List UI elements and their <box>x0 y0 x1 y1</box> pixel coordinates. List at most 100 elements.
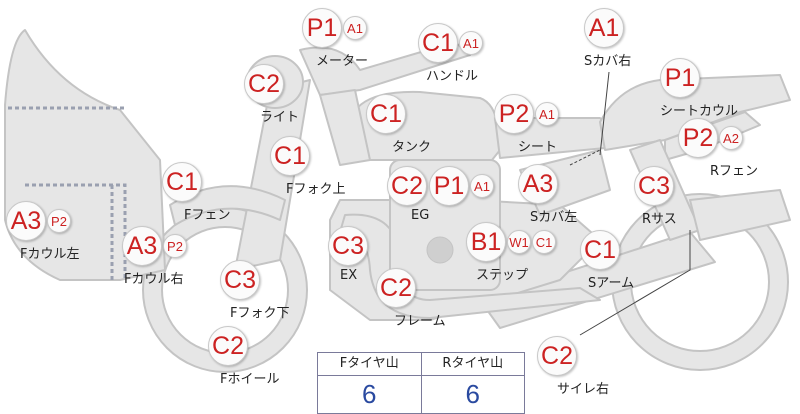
condition-code-c1: C1 <box>270 136 310 176</box>
condition-codes: C1 <box>366 94 431 134</box>
condition-code-c2: C2 <box>244 64 284 104</box>
condition-code-p2: P2 <box>494 94 534 134</box>
rear-tire-value: 6 <box>465 379 480 409</box>
part-label: シート <box>518 140 558 155</box>
part-label: サイレ右 <box>557 382 610 397</box>
condition-code-c2: C2 <box>387 166 427 206</box>
part-s-cover-left[interactable]: A3 Sカバ左 <box>518 164 577 225</box>
part-label: Sカバ左 <box>530 210 578 225</box>
seat-cowl-shape <box>599 74 791 151</box>
part-light[interactable]: C2 ライト <box>244 64 299 125</box>
part-f-fork-upper[interactable]: C1 Fフォク上 <box>270 136 345 197</box>
front-fender-shape <box>169 185 286 226</box>
part-f-wheel[interactable]: C2 Fホイール <box>208 326 279 387</box>
condition-code-c1: C1 <box>532 230 556 254</box>
condition-codes: C3 <box>220 260 289 300</box>
front-tire-header: Fタイヤ山 <box>318 353 422 375</box>
part-ex[interactable]: C3 EX <box>328 226 368 283</box>
front-tire-value: 6 <box>318 376 422 413</box>
part-label: EG <box>411 208 430 223</box>
condition-code-p1: P1 <box>302 8 342 48</box>
condition-code-a1: A1 <box>535 102 559 126</box>
part-label: ステップ <box>476 268 529 283</box>
condition-codes: C2 <box>208 326 279 366</box>
condition-codes: C1 <box>270 136 345 176</box>
part-label: Sアーム <box>588 276 635 291</box>
condition-code-c2: C2 <box>376 268 416 308</box>
part-label: シートカウル <box>660 104 739 119</box>
part-label: タンク <box>392 140 432 155</box>
condition-code-c3: C3 <box>328 226 368 266</box>
condition-code-c2: C2 <box>208 326 248 366</box>
part-tank[interactable]: C1 タンク <box>366 94 431 155</box>
part-label: Rフェン <box>710 164 759 179</box>
condition-code-c2: C2 <box>537 336 577 376</box>
part-f-fender[interactable]: C1 Fフェン <box>162 162 230 223</box>
condition-code-c3: C3 <box>634 166 674 206</box>
part-label: Fカウル右 <box>124 272 184 287</box>
tail-frame-shape <box>689 189 791 241</box>
part-label: Fフォク上 <box>286 182 346 197</box>
condition-code-a3: A3 <box>6 201 46 241</box>
part-frame[interactable]: C2 フレーム <box>376 268 446 329</box>
condition-code-c1: C1 <box>162 162 202 202</box>
condition-code-a3: A3 <box>122 226 162 266</box>
condition-code-a1: A1 <box>584 8 624 48</box>
condition-code-w1: W1 <box>507 230 531 254</box>
condition-codes: A3 <box>518 164 577 204</box>
condition-code-a1: A1 <box>470 174 494 198</box>
part-label: Sカバ右 <box>584 54 632 69</box>
part-muffler-right[interactable]: C2 サイレ右 <box>537 336 609 397</box>
condition-code-p1: P1 <box>429 166 469 206</box>
condition-code-p2: P2 <box>163 234 187 258</box>
condition-code-a2: A2 <box>719 126 743 150</box>
condition-code-c3: C3 <box>220 260 260 300</box>
part-label: Rサス <box>642 212 677 227</box>
condition-codes: C1 <box>580 230 634 270</box>
part-label: Fカウル左 <box>20 247 80 262</box>
condition-code-p2: P2 <box>47 209 71 233</box>
part-label: ハンドル <box>426 69 479 84</box>
condition-codes: C1 <box>162 162 230 202</box>
part-label: Fホイール <box>220 372 280 387</box>
part-f-fork-lower[interactable]: C3 Fフォク下 <box>220 260 289 321</box>
part-s-arm[interactable]: C1 Sアーム <box>580 230 634 291</box>
part-label: ライト <box>260 110 300 125</box>
condition-code-p2: P2 <box>678 118 718 158</box>
condition-code-c1: C1 <box>580 230 620 270</box>
condition-code-a1: A1 <box>343 16 367 40</box>
part-label: Fフォク下 <box>230 306 290 321</box>
part-s-cover-right[interactable]: A1 Sカバ右 <box>584 8 631 69</box>
condition-codes: P1 <box>660 58 738 98</box>
condition-codes: C2 <box>376 268 446 308</box>
tire-tread-table: Fタイヤ山 Rタイヤ山 6 6 <box>317 352 525 414</box>
condition-code-c1: C1 <box>418 23 458 63</box>
condition-codes: C3 <box>634 166 677 206</box>
part-seat-cowl[interactable]: P1 シートカウル <box>660 58 738 119</box>
part-label: メーター <box>316 54 369 69</box>
rear-tire-header: Rタイヤ山 <box>442 356 504 371</box>
condition-code-c1: C1 <box>366 94 406 134</box>
condition-codes: C2 <box>537 336 609 376</box>
condition-code-a1: A1 <box>459 31 483 55</box>
part-label: フレーム <box>394 314 446 329</box>
condition-codes: C2 <box>244 64 299 104</box>
condition-code-a3: A3 <box>518 164 558 204</box>
part-r-sus[interactable]: C3 Rサス <box>634 166 677 227</box>
